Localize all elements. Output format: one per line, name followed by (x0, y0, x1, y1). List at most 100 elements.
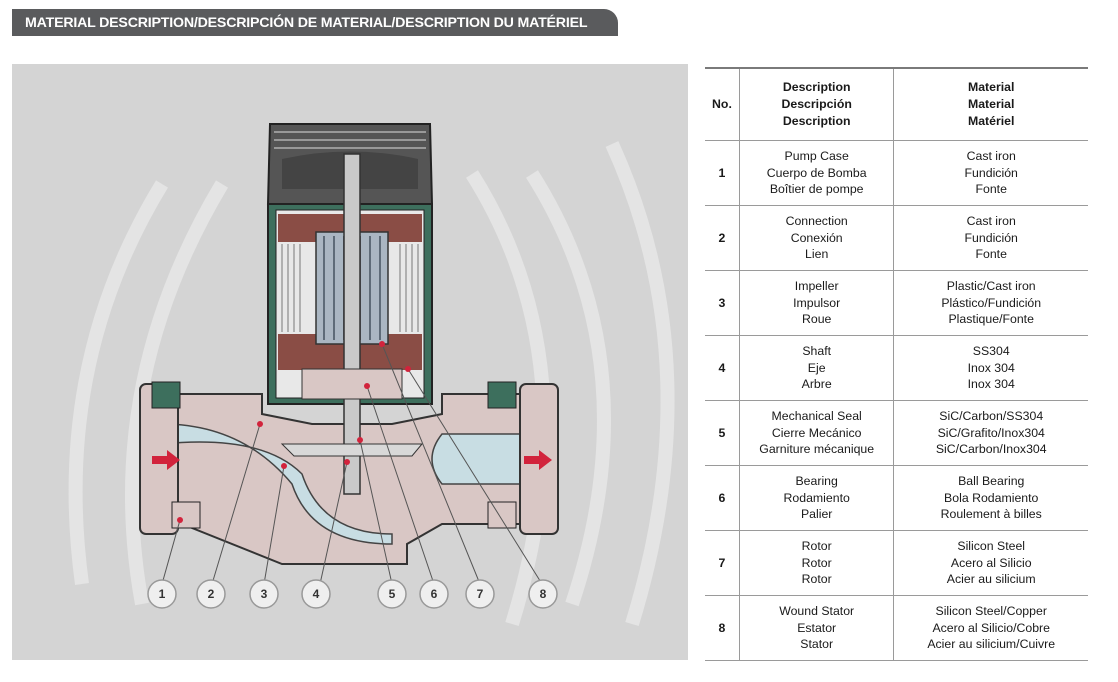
description-line: Shaft (802, 343, 832, 358)
material-line: Bola Rodamiento (944, 490, 1039, 505)
callout-circle (196, 579, 226, 609)
header-material-fr: Matériel (967, 113, 1015, 128)
description-line: Mechanical Seal (771, 408, 862, 423)
callout-circle (301, 579, 331, 609)
description-line: Stator (800, 637, 834, 652)
material-line: SiC/Grafito/Inox304 (937, 425, 1045, 440)
header-description-es: Descripción (781, 97, 852, 112)
description-line: Bearing (795, 473, 838, 488)
row-number: 8 (705, 595, 740, 661)
material-line: Silicon Steel/Copper (935, 603, 1047, 618)
material-line: Acier au silicium (946, 572, 1036, 587)
description-line: Rodamiento (783, 490, 850, 505)
row-number: 6 (705, 465, 740, 531)
callout-circle (465, 579, 495, 609)
table-header-row: No. Description Descripción Description … (705, 67, 1088, 141)
pump-illustration: 1 2 3 4 5 6 7 8 (68, 123, 675, 627)
material-line: Ball Bearing (958, 473, 1025, 488)
section-header: MATERIAL DESCRIPTION/DESCRIPCIÓN DE MATE… (12, 9, 618, 36)
material-line: SS304 (972, 343, 1010, 358)
material-line: Roulement à billes (940, 507, 1042, 522)
material-line: Cast iron (966, 148, 1016, 163)
description-line: Arbre (801, 377, 832, 392)
callout-7: 7 (477, 587, 484, 601)
description-line: Boîtier de pompe (769, 182, 864, 197)
material-line: SiC/Carbon/SS304 (939, 408, 1044, 423)
material-line: Fundición (964, 230, 1018, 245)
description-line: Impeller (794, 278, 839, 293)
description-line: Lien (805, 247, 829, 262)
callout-8: 8 (540, 587, 547, 601)
description-line: Roue (801, 312, 832, 327)
material-line: Acero al Silicio/Cobre (932, 620, 1050, 635)
callout-2: 2 (208, 587, 215, 601)
description-line: Eje (807, 360, 826, 375)
material-line: Plastic/Cast iron (946, 278, 1036, 293)
description-line: Wound Stator (779, 603, 855, 618)
description-line: Palier (800, 507, 833, 522)
description-line: Cuerpo de Bomba (766, 165, 867, 180)
material-line: Plastique/Fonte (948, 312, 1034, 327)
description-line: Garniture mécanique (759, 442, 875, 457)
material-line: Cast iron (966, 213, 1016, 228)
header-description-fr: Description (782, 113, 851, 128)
material-line: Acier au silicium/Cuivre (927, 637, 1056, 652)
section-title: MATERIAL DESCRIPTION/DESCRIPCIÓN DE MATE… (25, 15, 588, 31)
material-line: Inox 304 (967, 377, 1015, 392)
row-number: 5 (705, 400, 740, 466)
header-material: Material Material Matériel (893, 67, 1088, 141)
row-number: 7 (705, 530, 740, 596)
description-line: Rotor (801, 538, 832, 553)
pump-cutaway-diagram: 1 2 3 4 5 6 7 8 (12, 64, 688, 660)
material-line: Acero al Silicio (950, 555, 1032, 570)
callout-6: 6 (431, 587, 438, 601)
material-line: Fonte (975, 182, 1007, 197)
header-material-es: Material (967, 97, 1015, 112)
material-line: SiC/Carbon/Inox304 (935, 442, 1047, 457)
callout-circle (249, 579, 279, 609)
material-line: Fundición (964, 165, 1018, 180)
description-line: Rotor (801, 572, 832, 587)
material-line: Fonte (975, 247, 1007, 262)
description-line: Connection (785, 213, 848, 228)
row-number: 1 (705, 140, 740, 206)
row-number: 3 (705, 270, 740, 336)
header-description-en: Description (782, 80, 851, 95)
callout-circle (147, 579, 177, 609)
description-line: Conexión (790, 230, 843, 245)
description-line: Impulsor (793, 295, 841, 310)
callout-circle (528, 579, 558, 609)
header-description: Description Descripción Description (739, 67, 895, 141)
material-line: Plástico/Fundición (941, 295, 1042, 310)
description-line: Estator (797, 620, 837, 635)
description-line: Rotor (801, 555, 832, 570)
description-line: Pump Case (784, 148, 849, 163)
header-no: No. (705, 67, 740, 141)
header-material-en: Material (967, 80, 1015, 95)
callout-circle (377, 579, 407, 609)
material-line: Silicon Steel (957, 538, 1026, 553)
callout-circle (419, 579, 449, 609)
